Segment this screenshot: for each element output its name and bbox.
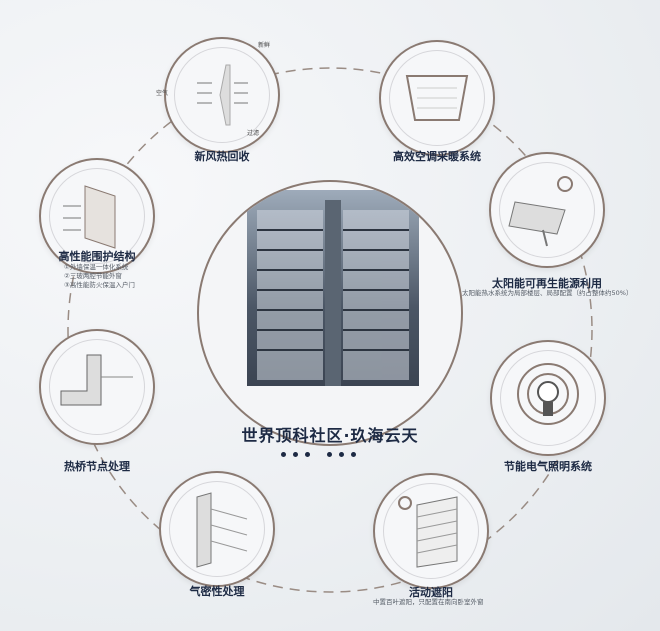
node-envelope [39,158,155,274]
label-solar: 太阳能可再生能源利用 [492,277,602,290]
node-fresh-air [164,37,280,153]
label-envelope: 高性能围护结构 [58,250,136,263]
annotation-filter: 过滤 [247,130,260,137]
solar-panel-icon [508,176,573,247]
node-thermal-bridge [39,329,155,445]
annotation-fresh: 新鲜 [258,42,271,49]
envelope-items: ①外墙保温一体化系统 ②三玻两腔节能外窗 ③高性能防火保温入户门 [64,263,135,290]
center-title: 世界顶科社区·玖海云天 [241,426,419,445]
node-airtight [159,471,275,587]
node-lighting [490,340,606,456]
building-image [247,190,419,386]
solar-description: 太阳能热水系统为局部楼层、局部配置（约占整体约50%） [462,289,633,297]
hvac-panel-icon [405,75,469,121]
label-hvac: 高效空调采暖系统 [393,150,481,163]
wall-joint-icon [60,354,133,406]
wall-layers-icon [63,185,116,249]
envelope-item: ③高性能防火保温入户门 [64,281,135,289]
node-shading [373,473,489,589]
shading-description: 中置百叶遮阳，只配置在南向卧室外窗 [373,598,484,606]
label-shading: 活动遮阳 [409,586,453,599]
envelope-item: ②三玻两腔节能外窗 [64,272,122,280]
label-lighting: 节能电气照明系统 [504,460,592,473]
label-airtight: 气密性处理 [189,585,245,598]
blinds-icon [398,496,458,568]
window-frame-icon [196,492,248,568]
decorative-dots [281,452,356,457]
air-filter-icon [197,64,248,126]
center-circle [197,180,463,446]
envelope-item: ①外墙保温一体化系统 [64,263,129,271]
label-fresh-air: 新风热回收 [194,150,250,163]
annotation-air: 空气 [156,90,169,97]
node-solar [489,152,605,268]
label-thermal-bridge: 热桥节点处理 [64,460,130,473]
node-hvac [379,40,495,156]
light-bulb-icon [517,363,579,425]
